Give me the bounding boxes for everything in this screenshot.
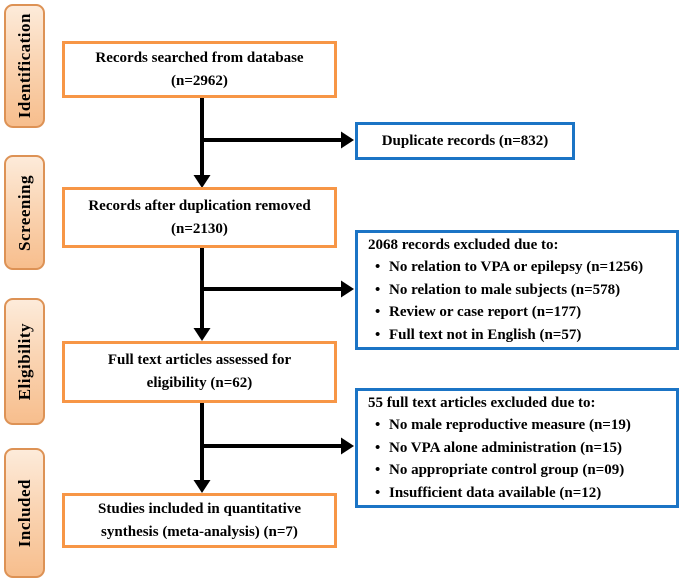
exclusion-item-text: No relation to male subjects (n=578) <box>389 281 621 298</box>
flow-box-records-searched: Records searched from database (n=2962) <box>62 41 337 98</box>
exclusion-item: • No relation to VPA or epilepsy (n=1256… <box>368 256 668 279</box>
stage-label-text: Included <box>14 478 34 548</box>
flow-box-line1: Records after duplication removed <box>88 197 311 214</box>
flow-box-line1: Full text articles assessed for <box>107 352 292 368</box>
exclusion-box-title: 2068 records excluded due to: <box>368 236 559 253</box>
bullet-icon: • <box>375 304 381 321</box>
bullet-icon: • <box>375 484 381 501</box>
stage-label-text: Identification <box>14 13 34 119</box>
exclusion-item: • Insufficient data available (n=12) <box>368 482 668 505</box>
flow-box-line2: (n=2962) <box>171 72 228 89</box>
exclusion-box-text: Duplicate records (n=832) <box>381 132 549 149</box>
exclusion-item: • No male reproductive measure (n=19) <box>368 414 668 437</box>
bullet-icon: • <box>375 417 381 434</box>
arrowhead-right-icon <box>341 131 354 149</box>
flow-box-line1: Studies included in quantitative <box>98 500 301 517</box>
exclusion-item-text: No VPA alone administration (n=15) <box>389 439 623 456</box>
exclusion-box-records-excluded: 2068 records excluded due to: • No relat… <box>355 230 679 350</box>
bullet-icon: • <box>375 439 381 456</box>
exclusion-box-duplicates: Duplicate records (n=832) <box>355 122 575 160</box>
flow-box-line1: Records searched from database <box>95 49 304 66</box>
bullet-icon: • <box>375 259 381 276</box>
flow-box-studies-included: Studies included in quantitative synthes… <box>62 493 337 548</box>
exclusion-item-text: No relation to VPA or epilepsy (n=1256) <box>389 259 644 276</box>
stage-label-text: Screening <box>14 174 34 251</box>
flow-box-after-duplication-removed: Records after duplication removed (n=213… <box>62 187 337 248</box>
arrowhead-down-icon <box>193 480 211 493</box>
bullet-icon: • <box>375 462 381 479</box>
exclusion-item-text: No male reproductive measure (n=19) <box>389 417 631 434</box>
stage-label-included: Included <box>4 448 45 578</box>
bullet-icon: • <box>375 326 381 343</box>
exclusion-item: • Review or case report (n=177) <box>368 301 668 324</box>
arrowhead-right-icon <box>341 280 354 298</box>
flow-box-line2: synthesis (meta-analysis) (n=7) <box>101 523 298 540</box>
exclusion-item-text: Review or case report (n=177) <box>389 304 582 321</box>
exclusion-box-fulltext-excluded: 55 full text articles excluded due to: •… <box>355 388 679 508</box>
stage-label-screening: Screening <box>4 155 45 270</box>
exclusion-item-text: No appropriate control group (n=09) <box>389 462 625 479</box>
exclusion-item: • No relation to male subjects (n=578) <box>368 279 668 302</box>
stage-label-identification: Identification <box>4 4 45 128</box>
arrowhead-right-icon <box>341 437 354 455</box>
exclusion-item: • Full text not in English (n=57) <box>368 324 668 347</box>
flow-box-line2: (n=2130) <box>171 220 228 237</box>
exclusion-item-text: Insufficient data available (n=12) <box>389 484 602 501</box>
bullet-icon: • <box>375 281 381 298</box>
arrowhead-down-icon <box>193 328 211 341</box>
exclusion-item: • No appropriate control group (n=09) <box>368 459 668 482</box>
exclusion-item-text: Full text not in English (n=57) <box>389 326 582 343</box>
flow-box-fulltext-assessed: Full text articles assessed for eligibil… <box>62 341 337 403</box>
stage-label-text: Eligibility <box>14 322 34 401</box>
exclusion-item: • No VPA alone administration (n=15) <box>368 437 668 460</box>
exclusion-box-title: 55 full text articles excluded due to: <box>368 394 596 411</box>
flow-box-line2: eligibility (n=62) <box>146 375 253 391</box>
stage-label-eligibility: Eligibility <box>4 298 45 425</box>
